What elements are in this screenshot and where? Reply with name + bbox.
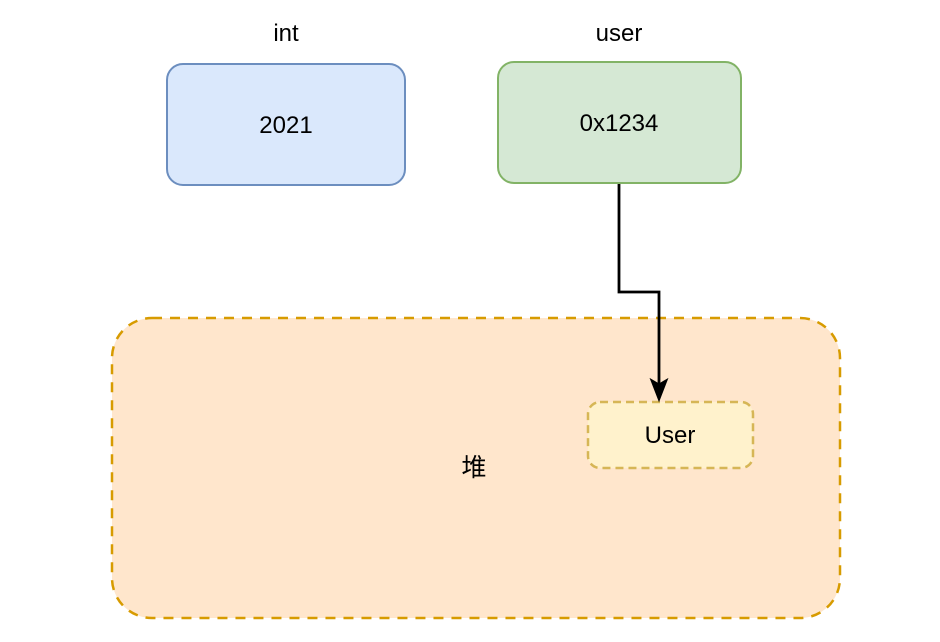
pointer-arrowhead-icon xyxy=(649,377,669,403)
user-variable-value: 0x1234 xyxy=(580,110,659,137)
heap-label: 堆 xyxy=(461,454,486,482)
int-variable-value: 2021 xyxy=(259,112,312,139)
user-variable-box xyxy=(497,61,742,184)
heap-user-object-label: User xyxy=(645,422,696,449)
heap-user-object-box xyxy=(586,400,755,470)
int-variable-box xyxy=(166,63,406,186)
user-variable-name: user xyxy=(596,20,643,47)
pointer-arrow-line xyxy=(617,184,661,385)
int-variable-name: int xyxy=(273,20,299,47)
